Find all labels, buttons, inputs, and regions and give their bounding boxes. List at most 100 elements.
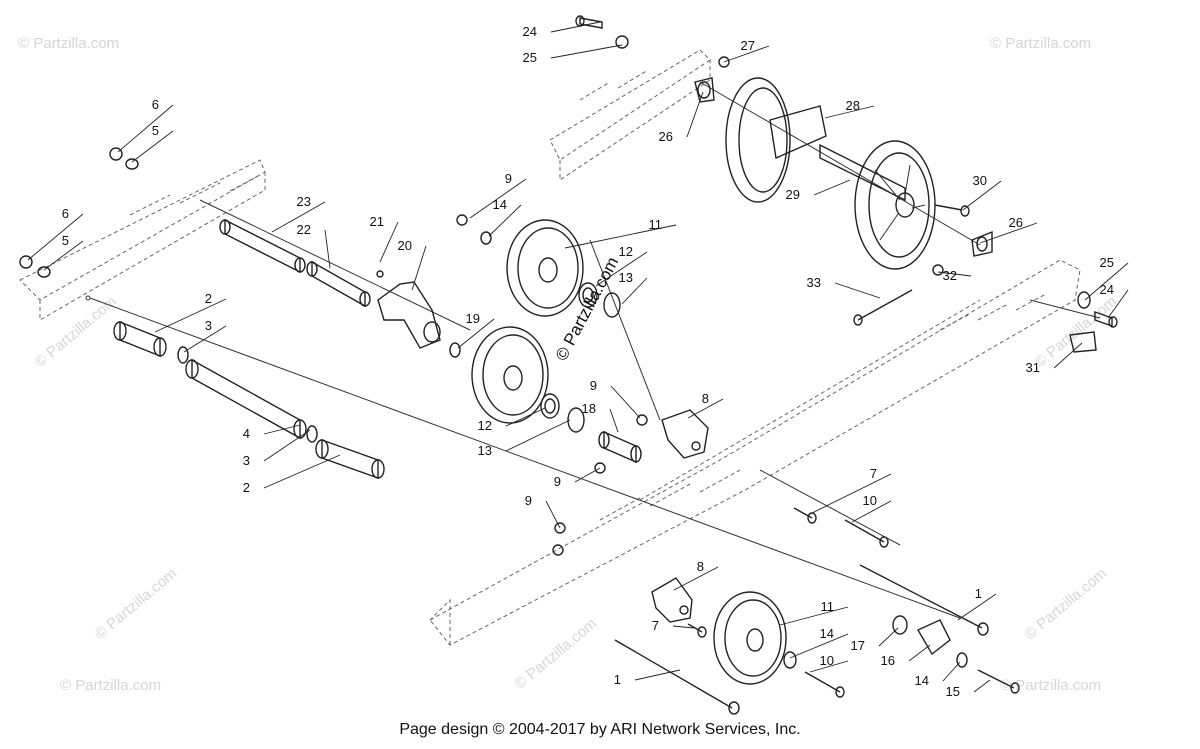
callout-label: 11 [649,217,663,232]
callout-label: 10 [820,653,834,668]
cap-26-right [971,230,993,257]
callout-leader [131,130,174,163]
callout-leader [564,224,677,249]
callout-leader [610,385,641,419]
callout-label: 30 [973,173,987,188]
main-rail [429,259,1081,646]
callout-leader [379,221,399,263]
callout-label: 8 [702,391,709,406]
spacer-ring-3-lower [306,425,318,443]
callout-leader [937,271,972,277]
callout-leader [779,606,849,626]
bolt-1-right [859,564,989,636]
callout-label: 33 [807,275,821,290]
callout-leader [154,298,227,333]
callout-label: 2 [205,291,212,306]
callout-leader [813,179,851,196]
callout-leader [469,178,527,219]
callout-label: 6 [152,97,159,112]
spacer-17 [892,615,908,635]
watermark-center: © Partzilla.com [552,254,623,364]
watermark-text: © Partzilla.com [1022,565,1110,643]
bearing-12-middle [540,393,560,419]
callout-label: 9 [554,474,561,489]
callout-leader [878,627,899,647]
callout-label: 12 [478,418,492,433]
callout-leader [550,44,623,59]
washer-25-upper [615,35,629,49]
tube-4 [185,358,307,440]
bolt-24-right [1094,311,1118,328]
callout-leader [183,325,227,353]
nut-27 [718,56,730,68]
drive-wheel-28-right [854,140,936,270]
callout-label: 5 [62,233,69,248]
watermark-text: © Partzilla.com [92,565,180,643]
callout-label: 28 [846,98,860,113]
callout-leader [962,180,1002,211]
watermark-text: © Partzilla.com [1000,677,1101,694]
bolt-10-lower [804,671,845,698]
callout-label: 16 [881,653,895,668]
callout-label: 13 [619,270,633,285]
tube-23 [219,218,306,274]
callout-label: 1 [975,586,982,601]
callout-leader [263,429,311,462]
callout-label: 10 [863,493,877,508]
watermark-text: © Partzilla.com [990,35,1091,52]
tube-22 [306,260,371,308]
callout-leader [789,633,849,659]
left-rail [19,159,266,321]
nut-32 [932,264,944,276]
bolt-33 [853,289,913,326]
ring-13-middle [567,407,585,433]
callout-leader [1053,342,1083,369]
callout-leader [824,105,875,119]
callout-leader [411,245,427,291]
callout-leader [809,660,849,673]
callout-label: 9 [505,171,512,186]
callout-leader [979,222,1038,244]
washer-25-right [1077,291,1091,309]
callout-label: 9 [525,493,532,508]
watermark-layer: © Partzilla.com © Partzilla.com © Partzi… [18,35,1120,694]
bracket-8-middle [661,409,709,459]
tube-2-lower [315,439,385,479]
callout-label: 24 [1100,282,1114,297]
drive-shaft-29 [819,143,906,202]
callout-leader [27,213,84,261]
drive-wheel-28-left [725,77,827,203]
callout-label: 14 [915,673,929,688]
callout-label: 25 [1100,255,1114,270]
wheel-11-upper [506,219,584,317]
callout-leader [687,398,724,419]
watermark-text: © Partzilla.com [1032,293,1120,371]
watermark-text: © Partzilla.com [60,677,161,694]
callout-label: 32 [943,268,957,283]
callout-label: 7 [870,466,877,481]
callout-leader [595,251,648,287]
nut-9-small [456,214,648,556]
callout-label: 18 [582,401,596,416]
callout-leader [807,473,892,516]
callout-label: 6 [62,206,69,221]
washer-14-right [956,652,968,668]
callout-leader [634,669,681,681]
callout-label: 11 [821,599,835,614]
callout-leader [324,229,331,269]
bearing-12-upper [578,282,598,308]
callout-label: 26 [1009,215,1023,230]
wheel-11-middle [471,326,549,424]
wheel-11-lower [713,591,787,685]
callout-leader [263,454,341,489]
watermark-text: © Partzilla.com [512,615,600,693]
callout-label: 14 [820,626,834,641]
callout-label: 1 [614,672,621,687]
spacer-18 [598,430,642,464]
footer-text: Page design © 2004-2017 by ARI Network S… [399,721,801,738]
callout-leader [545,500,561,529]
callout-label: 8 [697,559,704,574]
callout-label: 24 [523,24,537,39]
nut-6-washer-5 [19,147,139,278]
callout-leader [263,424,301,435]
